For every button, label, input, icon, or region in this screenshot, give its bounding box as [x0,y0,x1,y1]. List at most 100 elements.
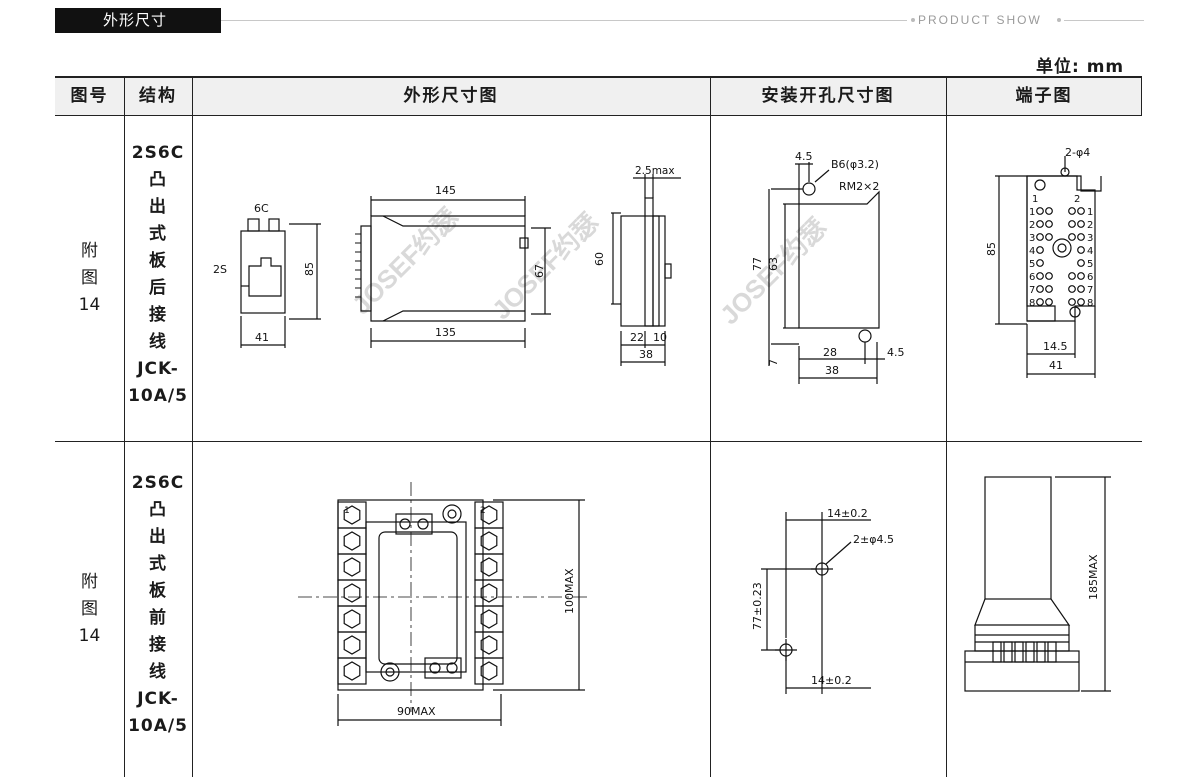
svg-text:135: 135 [435,326,456,339]
terminal-row-number: 1 [1029,207,1035,218]
svg-text:14±0.2: 14±0.2 [827,507,868,520]
svg-text:4.5: 4.5 [887,346,905,359]
terminal-row-number: 8 [1087,298,1093,309]
table-rule [946,76,947,777]
terminal-row-number: 2 [1029,220,1035,231]
svg-text:85: 85 [985,242,998,256]
terminal-row-number: 6 [1087,272,1093,283]
terminal-pin [1045,298,1053,306]
svg-text:77±0.23: 77±0.23 [751,582,764,630]
mounting-drawing-rear: JOSEF约瑟 4.5 B6(φ3.2) RM2×2 77 63 7 28 4.… [714,150,905,384]
table-rule [55,441,1142,442]
svg-text:185MAX: 185MAX [1087,554,1100,600]
section-title-tab: 外形尺寸 [55,8,221,33]
table-rule [124,76,125,777]
terminal-pin [1036,259,1044,267]
terminal-row-number: 1 [1087,207,1093,218]
svg-text:100MAX: 100MAX [563,568,576,614]
terminal-row-number: 3 [1087,233,1093,244]
svg-text:RM2×2: RM2×2 [839,180,879,193]
svg-text:4.5: 4.5 [795,150,813,163]
terminal-pin [1045,272,1053,280]
terminal-pin [1045,207,1053,215]
svg-text:1: 1 [344,506,350,516]
svg-text:60: 60 [593,252,606,266]
terminal-row-number: 6 [1029,272,1035,283]
svg-text:90MAX: 90MAX [397,705,436,718]
hex-screw [480,583,498,603]
svg-text:38: 38 [825,364,839,377]
table-rule [55,115,1142,116]
svg-text:14±0.2: 14±0.2 [811,674,852,687]
svg-text:2S: 2S [213,263,227,276]
table-rule [55,76,1142,78]
svg-text:28: 28 [823,346,837,359]
socket-terminal [474,657,504,685]
terminal-pin [1036,298,1044,306]
terminal-row-number: 2 [1087,220,1093,231]
terminal-drawing-front: 185MAX [964,476,1111,692]
col-header-mounting: 安装开孔尺寸图 [761,86,895,106]
table-rule [710,76,711,777]
header-rule [221,20,907,21]
terminal-row-number: 7 [1087,285,1093,296]
outline-drawing-front: 1 2 100MAX 90MAX [298,482,588,726]
terminal-pin [1068,272,1076,280]
svg-text:2: 2 [480,506,486,516]
terminal-pin [1077,246,1085,254]
hex-screw [343,531,361,551]
svg-text:2.5max: 2.5max [635,165,675,177]
terminal-pin [1025,641,1035,663]
socket-terminal [337,657,367,685]
terminal-pin [1036,233,1044,241]
hex-screw [480,635,498,655]
hex-screw [480,609,498,629]
svg-text:77: 77 [751,257,764,271]
svg-text:6C: 6C [254,202,269,215]
terminal-pin [1077,233,1085,241]
outline-drawing-rear: JOSEF约瑟 JOSEF约瑟 6C 2S 85 41 145 135 67 6… [213,165,681,366]
col-header-figure: 图号 [70,86,109,106]
col-header-outline: 外形尺寸图 [403,86,499,106]
watermark: JOSEF约瑟 [346,202,464,320]
terminal-pin [1036,272,1044,280]
terminal-row-number: 5 [1087,259,1093,270]
svg-text:2-φ4: 2-φ4 [1065,146,1090,159]
hex-screw [480,661,498,681]
terminal-pin [1014,641,1024,663]
svg-text:41: 41 [255,331,269,344]
header-rule [1064,20,1144,21]
col-header-structure: 结构 [139,86,177,106]
terminal-row-number: 5 [1029,259,1035,270]
unit-label: 单位: mm [1036,57,1125,77]
col-header-terminal: 端子图 [1015,86,1073,106]
terminal-pin [1045,220,1053,228]
mounting-drawing-front: 14±0.2 2±φ4.5 77±0.23 14±0.2 [751,507,894,694]
terminal-pin [1036,220,1044,228]
svg-text:85: 85 [303,262,316,276]
terminal-pin [1077,259,1085,267]
svg-text:7: 7 [767,359,780,366]
svg-text:22: 22 [630,331,644,344]
svg-text:145: 145 [435,184,456,197]
table-rule [192,76,193,777]
svg-text:38: 38 [639,348,653,361]
terminal-row-number: 4 [1087,246,1093,257]
hex-screw [480,531,498,551]
terminal-pin [1047,641,1057,663]
svg-text:14.5: 14.5 [1043,340,1068,353]
hex-screw [343,609,361,629]
terminal-pin [1068,207,1076,215]
svg-text:67: 67 [533,264,546,278]
table-header-bg [55,77,1142,115]
header-dot [911,18,915,22]
svg-text:1: 1 [1032,194,1038,205]
terminal-pin [1003,641,1013,663]
hex-screw [343,635,361,655]
hex-screw [480,505,498,525]
